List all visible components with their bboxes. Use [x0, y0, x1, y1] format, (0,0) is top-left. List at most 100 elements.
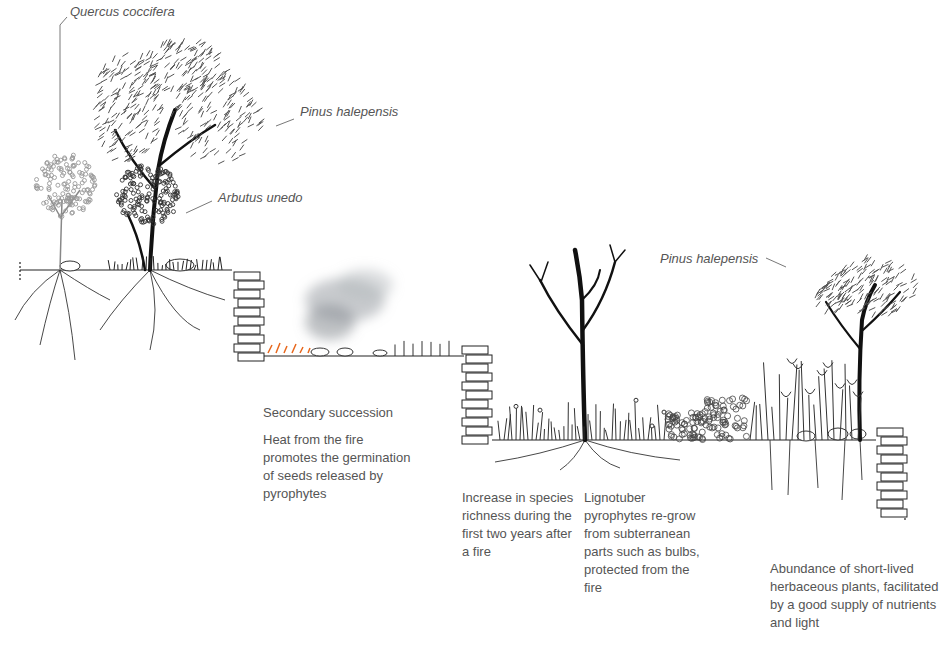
shrub-leaf — [711, 415, 717, 421]
shrub-leaf — [691, 426, 697, 432]
leaf-dot — [70, 210, 74, 214]
leaf-dot — [42, 169, 46, 173]
shrub-leaf — [742, 396, 748, 402]
flower-head — [847, 379, 857, 384]
needle-stroke — [127, 113, 132, 118]
needle-stroke — [839, 292, 844, 297]
herb — [540, 412, 543, 440]
seedling — [422, 341, 423, 356]
herb — [651, 428, 653, 440]
needle-stroke — [188, 47, 194, 50]
species-label: Quercus coccifera — [70, 3, 175, 21]
leaf-dot — [80, 181, 84, 185]
herb — [510, 407, 512, 440]
shrub-leaf — [740, 403, 746, 409]
trunks — [115, 110, 900, 440]
leaf-dot — [63, 157, 67, 161]
needle-stroke — [128, 149, 133, 154]
needle-stroke — [130, 104, 136, 108]
needle-stroke — [108, 120, 114, 123]
needle-stroke — [170, 65, 175, 70]
wall-stone — [462, 418, 488, 426]
grass — [150, 258, 152, 270]
needle-stroke — [186, 59, 191, 64]
flower-head — [817, 370, 827, 375]
needle-stroke — [125, 131, 130, 136]
herb — [526, 412, 528, 440]
wall-stone — [462, 436, 488, 444]
rocks — [60, 259, 866, 441]
needle-stroke — [94, 116, 100, 120]
needle-stroke — [176, 93, 180, 99]
herb — [572, 424, 573, 440]
needle-stroke — [895, 273, 899, 279]
fire — [268, 343, 310, 353]
needle-stroke — [112, 88, 117, 93]
grass — [130, 259, 132, 270]
needle-stroke — [152, 104, 156, 110]
leaf-dot — [168, 172, 172, 176]
needle-stroke — [204, 121, 208, 127]
needle-stroke — [117, 89, 120, 95]
needle-stroke — [191, 152, 196, 156]
needle-stroke — [130, 61, 136, 65]
leaf-dot — [115, 193, 119, 197]
needle-stroke — [850, 262, 854, 268]
grass — [165, 264, 166, 270]
leaf-dot — [42, 201, 46, 205]
needle-stroke — [890, 301, 896, 304]
needle-stroke — [899, 264, 905, 268]
plants — [108, 256, 863, 442]
needle-stroke — [249, 117, 252, 124]
needle-stroke — [131, 113, 134, 119]
flower — [650, 424, 654, 428]
shrub-leaf — [719, 433, 725, 439]
leaf-dot — [145, 199, 149, 203]
leaf-dot — [70, 211, 74, 215]
needle-stroke — [219, 71, 224, 76]
tall-herb — [801, 361, 804, 440]
leaf-dot — [135, 186, 139, 190]
needle-stroke — [168, 74, 174, 77]
needle-stroke — [825, 308, 829, 314]
needle-stroke — [99, 133, 104, 137]
herb — [658, 405, 660, 440]
needle-stroke — [864, 254, 867, 260]
needle-stroke — [114, 136, 120, 140]
needle-stroke — [885, 260, 891, 263]
wall-stone — [238, 299, 264, 307]
flower-head — [853, 392, 863, 397]
wall-stone — [881, 437, 907, 445]
needle-stroke — [116, 113, 120, 119]
needle-stroke — [217, 122, 220, 128]
leaf-dot — [77, 185, 81, 189]
herb — [577, 426, 580, 440]
herb — [628, 413, 630, 440]
flower — [514, 404, 518, 408]
needle-stroke — [903, 289, 909, 293]
needle-stroke — [167, 41, 173, 45]
needle-stroke — [105, 118, 108, 124]
needle-stroke — [817, 295, 822, 300]
needle-stroke — [224, 69, 230, 72]
needle-stroke — [94, 123, 99, 128]
needle-stroke — [884, 268, 888, 274]
leaf-dot — [74, 202, 78, 206]
needle-stroke — [233, 140, 236, 146]
shrub-leaf — [690, 431, 696, 437]
leaf-dot — [151, 197, 155, 201]
needle-stroke — [121, 61, 126, 66]
shrub-leaf — [721, 407, 727, 413]
needle-stroke — [859, 308, 865, 311]
wall-stone — [462, 364, 488, 372]
needle-stroke — [204, 78, 209, 83]
needle-stroke — [210, 149, 216, 153]
needle-stroke — [175, 105, 181, 108]
leaf-dot — [88, 192, 92, 196]
wall-stone — [466, 409, 492, 417]
grass — [220, 257, 222, 270]
annotation: Abundance of short-lived herbaceous plan… — [770, 560, 942, 632]
tall-herb — [840, 389, 843, 440]
needle-stroke — [229, 93, 235, 96]
needle-stroke — [888, 277, 894, 280]
